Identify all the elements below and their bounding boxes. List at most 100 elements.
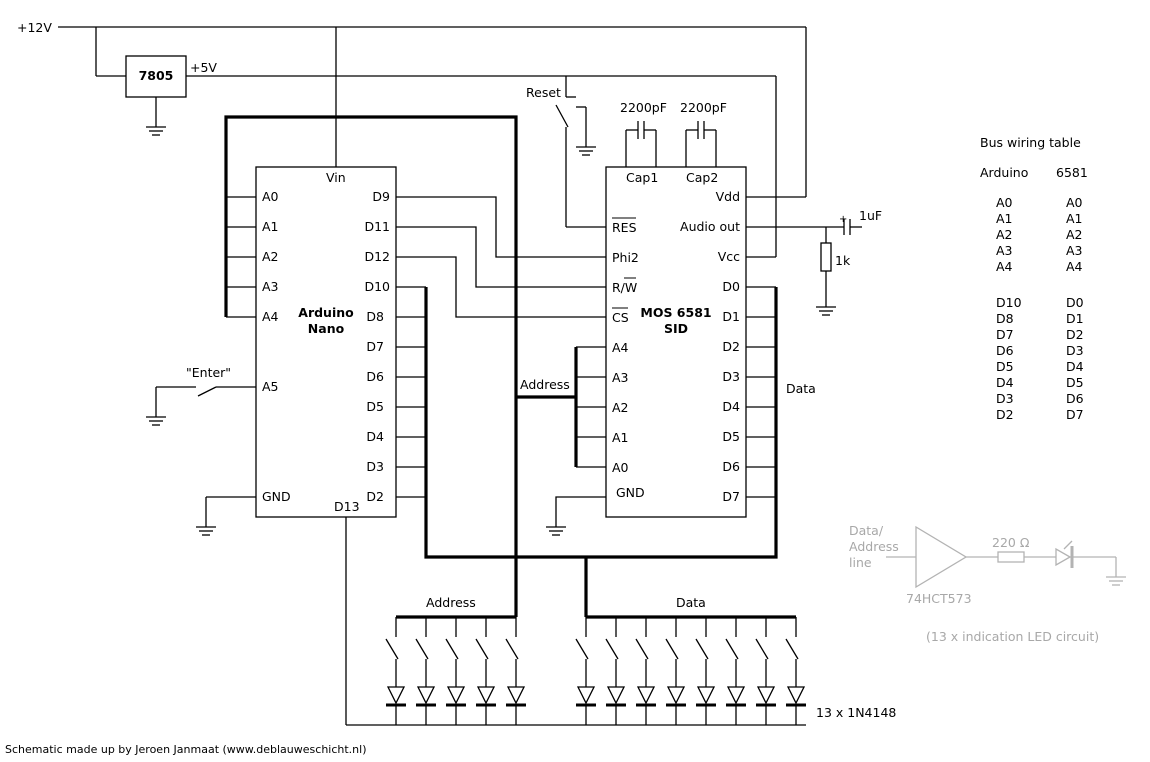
resistor-1k [820, 242, 832, 272]
ground-regulator-icon [146, 126, 166, 136]
reset-switch [555, 76, 606, 228]
sid-pin-d3: D3 [722, 369, 740, 384]
led-input-label-1: Data/ [849, 523, 884, 538]
arduino-pin-a2: A2 [262, 249, 279, 264]
table-cell-6581: D2 [1066, 327, 1084, 342]
buffer-triangle [915, 525, 968, 589]
switch-diode-10 [695, 617, 716, 725]
arduino-pin-d7: D7 [366, 339, 384, 354]
arduino-pin-a3: A3 [262, 279, 279, 294]
table-cell-6581: A4 [1066, 259, 1083, 274]
arduino-d13-pin: D13 [334, 499, 360, 514]
sid-pin-d2: D2 [722, 339, 740, 354]
credit-line: Schematic made up by Jeroen Janmaat (www… [5, 743, 367, 756]
table-cell-6581: D4 [1066, 359, 1084, 374]
table-cell-6581: A1 [1066, 211, 1083, 226]
switch-diode-11 [725, 617, 746, 725]
sid-pin-a1: A1 [612, 430, 629, 445]
switch-diode-3 [445, 617, 466, 725]
arduino-pin-d3: D3 [366, 459, 384, 474]
sid-pin-res: RES [612, 220, 637, 235]
sid-pin-d0: D0 [722, 279, 740, 294]
regulator-label: 7805 [139, 68, 174, 83]
table-cell-arduino: D2 [996, 407, 1014, 422]
arduino-pin-d4: D4 [366, 429, 384, 444]
table-cell-6581: D3 [1066, 343, 1084, 358]
switch-diode-13 [785, 617, 806, 725]
table-cell-arduino: A1 [996, 211, 1013, 226]
led-input-label-3: line [849, 555, 872, 570]
table-cell-arduino: A3 [996, 243, 1013, 258]
arduino-pin-a0: A0 [262, 189, 279, 204]
cap1-capacitor [625, 121, 657, 167]
table-cell-arduino: D7 [996, 327, 1014, 342]
table-header-arduino: Arduino [980, 165, 1028, 180]
arduino-pin-d10: D10 [364, 279, 390, 294]
table-cell-arduino: D10 [996, 295, 1022, 310]
table-header-6581: 6581 [1056, 165, 1088, 180]
switch-diode-6 [575, 617, 596, 725]
sid-pin-d7: D7 [722, 489, 740, 504]
arduino-pin-d12: D12 [364, 249, 390, 264]
cap1-name: Cap1 [626, 170, 658, 185]
table-cell-arduino: D5 [996, 359, 1014, 374]
table-title: Bus wiring table [980, 135, 1081, 150]
sid-6581-chip [605, 166, 747, 518]
table-cell-arduino: A4 [996, 259, 1013, 274]
sid-pin-audio-out: Audio out [680, 219, 740, 234]
table-cell-6581: D0 [1066, 295, 1084, 310]
table-cell-arduino: D4 [996, 375, 1014, 390]
plus-5v-label: +5V [190, 60, 217, 75]
table-cell-6581: D1 [1066, 311, 1084, 326]
cap2-capacitor [685, 121, 717, 167]
sid-pin-rw: R/W [612, 280, 637, 295]
cap2-name: Cap2 [686, 170, 718, 185]
led-indicator-circuit [886, 525, 1126, 589]
resistor-value: 1k [835, 253, 851, 268]
sid-pin-vdd: Vdd [716, 189, 740, 204]
sid-pin-cs: CS [612, 310, 629, 325]
sid-pin-vcc: Vcc [718, 249, 740, 264]
sid-pin-a2: A2 [612, 400, 629, 415]
switch-diode-5 [505, 617, 526, 725]
arduino-pin-d2: D2 [366, 489, 384, 504]
address-bus-label: Address [520, 377, 570, 392]
table-cell-arduino: D3 [996, 391, 1014, 406]
arduino-pin-d9: D9 [372, 189, 390, 204]
cap-polarity-mark: + [839, 214, 847, 225]
sid-pin-d5: D5 [722, 429, 740, 444]
sid-pin-phi2: Phi2 [612, 250, 639, 265]
arduino-title: Arduino [298, 305, 354, 320]
cap2-value: 2200pF [680, 100, 727, 115]
table-cell-6581: A2 [1066, 227, 1083, 242]
plus-12v-label: +12V [17, 20, 52, 35]
led-icon [1055, 547, 1072, 567]
led-resistor-label: 220 Ω [992, 535, 1030, 550]
sid-title: MOS 6581 [640, 305, 711, 320]
led-input-label-2: Address [849, 539, 899, 554]
switch-diode-array [385, 617, 806, 725]
switch-diode-8 [635, 617, 656, 725]
data-bus-label: Data [786, 381, 816, 396]
sid-pin-d1: D1 [722, 309, 740, 324]
arduino-nano-chip [255, 166, 397, 518]
sid-pin-a4: A4 [612, 340, 629, 355]
table-cell-arduino: D6 [996, 343, 1014, 358]
buffer-label: 74HCT573 [906, 591, 972, 606]
table-cell-arduino: D8 [996, 311, 1014, 326]
arduino-subtitle: Nano [308, 321, 345, 336]
arduino-vin-pin: Vin [326, 170, 346, 185]
data-diodes-label: Data [676, 595, 706, 610]
switch-diode-7 [605, 617, 626, 725]
switch-diode-4 [475, 617, 496, 725]
diode-count-label: 13 x 1N4148 [816, 705, 896, 720]
led-resistor [997, 551, 1025, 563]
arduino-gnd-pin: GND [262, 489, 291, 504]
reset-label: Reset [526, 85, 561, 100]
led-circuit-note: (13 x indication LED circuit) [926, 629, 1099, 644]
audio-out-network [746, 219, 862, 316]
switch-diode-2 [415, 617, 436, 725]
arduino-pin-d8: D8 [366, 309, 384, 324]
